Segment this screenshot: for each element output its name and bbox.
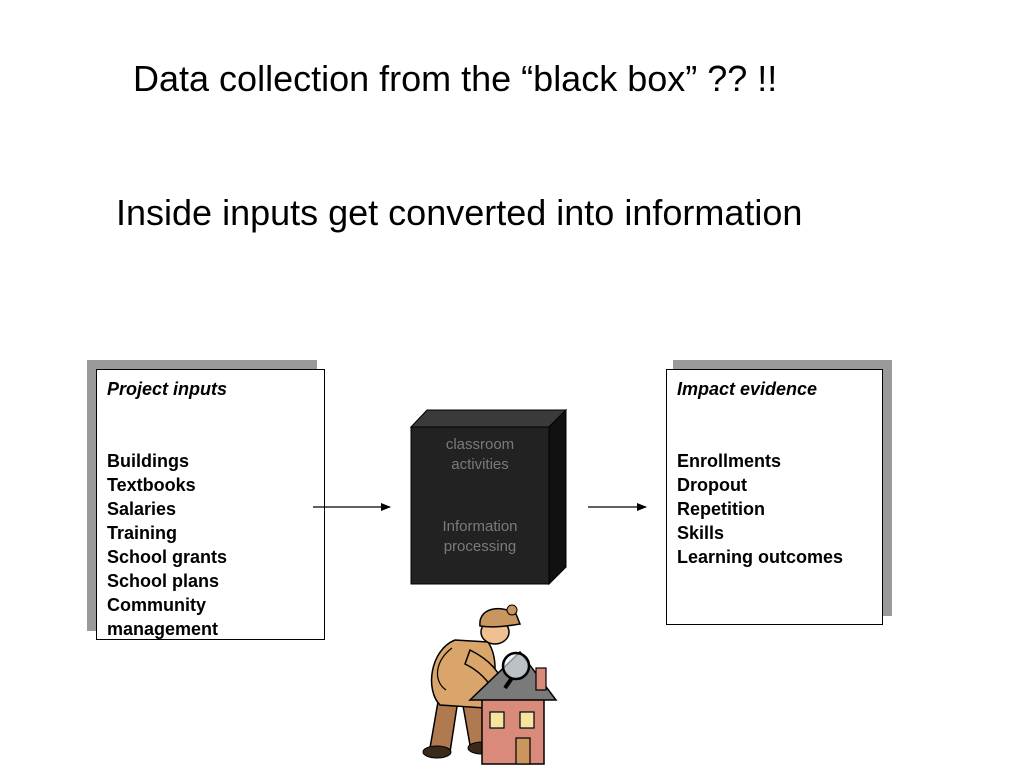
slide-subtitle: Inside inputs get converted into informa… — [116, 192, 803, 233]
impact-evidence-box: Impact evidence Enrollments Dropout Repe… — [666, 369, 883, 625]
input-item: Salaries — [107, 499, 177, 519]
project-inputs-heading: Project inputs — [107, 379, 228, 399]
impact-evidence-heading: Impact evidence — [677, 379, 818, 399]
cube-top — [409, 409, 568, 428]
input-item: Buildings — [107, 451, 189, 471]
input-item: School plans — [107, 571, 220, 591]
magnifying-glass-icon — [501, 651, 531, 690]
input-item: Community — [107, 595, 206, 615]
input-item: School grants — [107, 547, 228, 567]
cube-side — [548, 408, 567, 586]
cube-label-classroom: classroom — [445, 436, 515, 453]
cube-label-processing: processing — [443, 538, 517, 555]
input-item: management — [107, 619, 219, 639]
evidence-item: Repetition — [677, 499, 765, 519]
cube-front — [410, 426, 550, 585]
project-inputs-box: Project inputs Buildings Textbooks Salar… — [96, 369, 325, 640]
input-item: Textbooks — [107, 475, 196, 495]
input-item: Training — [107, 523, 178, 543]
evidence-item: Dropout — [677, 475, 747, 495]
cube-label-information: Information — [442, 518, 518, 535]
evidence-item: Skills — [677, 523, 725, 543]
evidence-item: Learning outcomes — [677, 547, 844, 567]
slide-title: Data collection from the “black box” ?? … — [133, 58, 778, 99]
evidence-item: Enrollments — [677, 451, 782, 471]
black-box-cube — [409, 408, 568, 586]
cube-label-activities: activities — [451, 456, 509, 473]
